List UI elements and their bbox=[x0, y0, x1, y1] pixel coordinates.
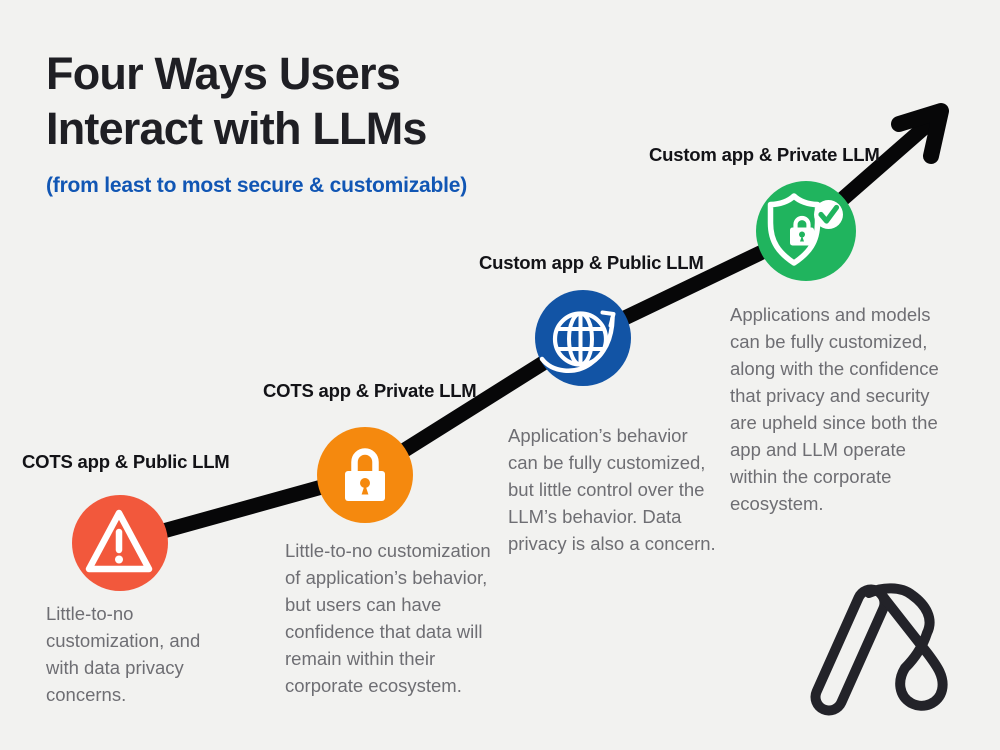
stage-2-description: Little-to-no customization of applicatio… bbox=[285, 540, 491, 696]
padlock-icon bbox=[345, 448, 385, 501]
stage-4-label: Custom app & Private LLM bbox=[649, 144, 880, 165]
stage-2-badge bbox=[317, 427, 413, 523]
stage-2-label: COTS app & Private LLM bbox=[263, 380, 477, 401]
shield-lock-check-icon bbox=[767, 193, 843, 266]
stage-1-label: COTS app & Public LLM bbox=[22, 451, 230, 472]
page-title: Four Ways Users Interact with LLMs bbox=[46, 48, 427, 155]
stage-1-description: Little-to-no customization, and with dat… bbox=[46, 603, 201, 705]
stage-3-label: Custom app & Public LLM bbox=[479, 252, 704, 273]
stage-4-description: Applications and models can be fully cus… bbox=[730, 304, 939, 514]
stage-3-badge bbox=[535, 290, 631, 386]
stage-3-description: Application’s behavior can be fully cust… bbox=[508, 425, 716, 554]
stage-4-badge bbox=[756, 181, 856, 281]
page-subtitle: (from least to most secure & customizabl… bbox=[46, 174, 468, 197]
warning-triangle-icon bbox=[85, 509, 153, 573]
stage-3-circle bbox=[535, 290, 631, 386]
stage-1-badge bbox=[72, 495, 168, 591]
brand-logo-icon bbox=[810, 583, 948, 716]
globe-arrow-icon bbox=[539, 310, 616, 373]
arrowhead-icon bbox=[891, 103, 949, 164]
